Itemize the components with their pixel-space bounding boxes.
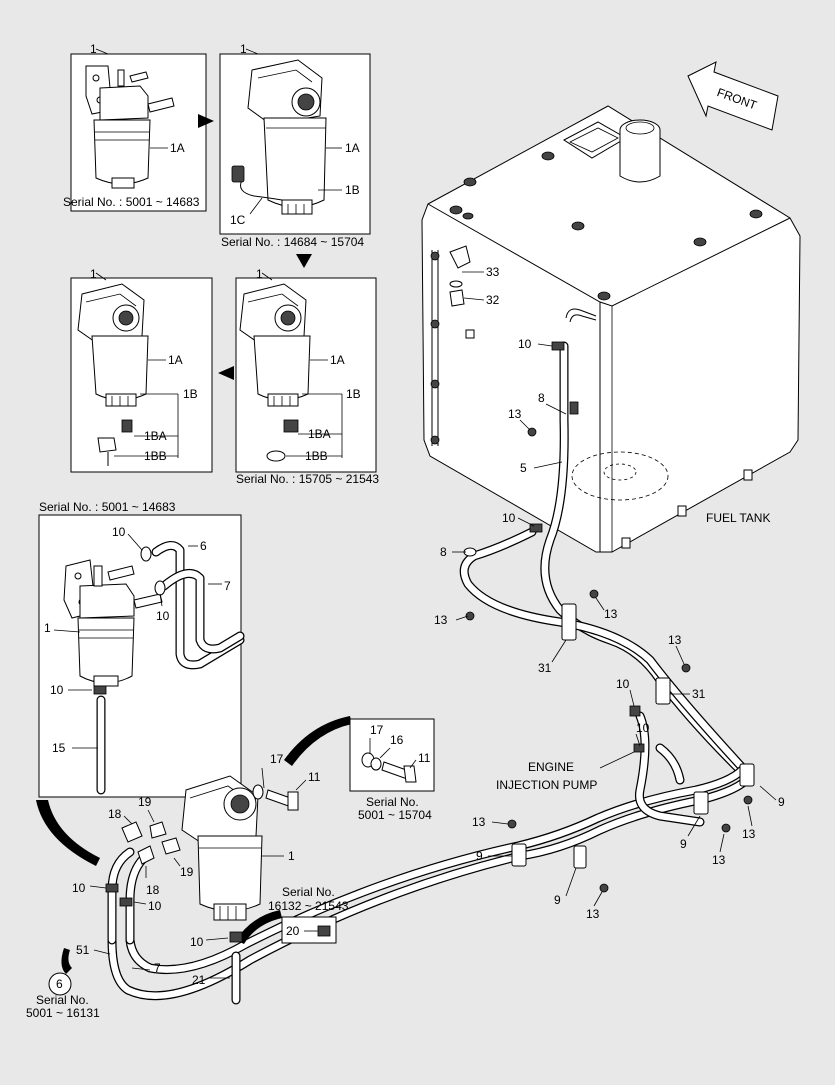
label-1BA: 1BA xyxy=(144,429,167,443)
callout-10: 10 xyxy=(148,899,162,913)
serial-top-left: Serial No. : 5001 ~ 14683 xyxy=(63,195,200,209)
detail-box-20: Serial No. 16132 ~ 21543 20 xyxy=(268,885,349,944)
callout-10: 10 xyxy=(112,525,126,539)
filter-box-top-left: 1A 1 Serial No. : 5001 ~ 14683 xyxy=(63,42,207,212)
callout-19: 19 xyxy=(180,865,194,879)
callout-8: 8 xyxy=(538,391,545,405)
serial-note-6: 6 Serial No. 5001 ~ 16131 xyxy=(26,972,100,1020)
callout-13: 13 xyxy=(712,853,726,867)
callout-17: 17 xyxy=(270,752,284,766)
callout-10: 10 xyxy=(72,881,86,895)
serial-bolt-line2: 5001 ~ 15704 xyxy=(358,808,432,822)
callout-7: 7 xyxy=(224,579,231,593)
callout-19: 19 xyxy=(138,795,152,809)
callout-1: 1 xyxy=(288,849,295,863)
callout-9: 9 xyxy=(476,849,483,863)
label-1B: 1B xyxy=(345,183,360,197)
detail-box-left: Serial No. : 5001 ~ 14683 10 6 7 10 1 10 xyxy=(38,500,245,798)
fuel-tank: FRONT xyxy=(421,61,801,553)
label-1B: 1B xyxy=(183,387,198,401)
callout-13: 13 xyxy=(434,613,448,627)
fuel-tank-label: FUEL TANK xyxy=(706,511,770,525)
callout-31: 31 xyxy=(692,687,706,701)
label-part-1: 1 xyxy=(256,267,263,281)
label-1BB: 1BB xyxy=(144,449,167,463)
pointer-arrow-icon xyxy=(36,800,100,866)
callout-6: 6 xyxy=(200,539,207,553)
label-1C: 1C xyxy=(230,213,246,227)
label-1B: 1B xyxy=(346,387,361,401)
hose-routing xyxy=(107,341,755,1001)
callout-8: 8 xyxy=(440,545,447,559)
label-part-1: 1 xyxy=(90,267,97,281)
pointer-arrow-icon xyxy=(61,948,72,974)
callout-13: 13 xyxy=(668,633,682,647)
detail-box-bolt: 17 16 11 Serial No. 5001 ~ 15704 xyxy=(349,718,435,822)
callout-10: 10 xyxy=(518,337,532,351)
callout-33: 33 xyxy=(486,265,500,279)
callout-9: 9 xyxy=(554,893,561,907)
arrow-down-icon xyxy=(296,254,312,268)
filter-box-mid-left: 1A 1B 1BA 1BB 1 xyxy=(70,267,213,473)
callout-13: 13 xyxy=(508,407,522,421)
label-1A: 1A xyxy=(330,353,345,367)
callout-10: 10 xyxy=(156,609,170,623)
engine-label-line1: ENGINE xyxy=(528,760,574,774)
callout-32: 32 xyxy=(486,293,500,307)
callout-13: 13 xyxy=(586,907,600,921)
serial-top-right: Serial No. : 14684 ~ 15704 xyxy=(221,235,364,249)
filter-box-mid-right: 1A 1B 1BA 1BB 1 Serial No. : 15705 ~ 215… xyxy=(235,267,379,486)
pointer-arrow-icon xyxy=(284,716,352,766)
callout-11: 11 xyxy=(308,770,321,784)
main-fuel-filter: 17 11 1 18 19 10 18 10 19 10 51 7 21 xyxy=(72,752,321,1005)
callout-5: 5 xyxy=(520,461,527,475)
callout-11: 11 xyxy=(418,751,431,765)
callout-18: 18 xyxy=(146,883,160,897)
callout-13: 13 xyxy=(742,827,756,841)
callout-13: 13 xyxy=(604,607,618,621)
serial-6-line1: Serial No. xyxy=(36,993,89,1007)
serial-bolt-line1: Serial No. xyxy=(366,795,419,809)
callout-9: 9 xyxy=(680,837,687,851)
callout-10: 10 xyxy=(502,511,516,525)
label-part-1: 1 xyxy=(240,42,247,56)
label-part-1: 1 xyxy=(90,42,97,56)
callout-10: 10 xyxy=(190,935,204,949)
callout-16: 16 xyxy=(390,733,404,747)
callout-10: 10 xyxy=(636,721,650,735)
serial-20-line1: Serial No. xyxy=(282,885,335,899)
callout-15: 15 xyxy=(52,741,66,755)
callout-13: 13 xyxy=(472,815,486,829)
callout-10: 10 xyxy=(616,677,630,691)
callout-20: 20 xyxy=(286,924,300,938)
callout-17: 17 xyxy=(370,723,384,737)
serial-mid-right: Serial No. : 15705 ~ 21543 xyxy=(236,472,379,486)
arrow-right-icon xyxy=(198,114,214,128)
callout-7: 7 xyxy=(154,961,161,975)
label-1BB: 1BB xyxy=(305,449,328,463)
pointer-arrow-icon xyxy=(236,910,282,944)
label-1A: 1A xyxy=(345,141,360,155)
callout-10: 10 xyxy=(50,683,64,697)
callout-18: 18 xyxy=(108,807,122,821)
front-arrow-icon xyxy=(687,61,779,131)
label-1A: 1A xyxy=(168,353,183,367)
engine-label-line2: INJECTION PUMP xyxy=(496,778,597,792)
serial-detail-left: Serial No. : 5001 ~ 14683 xyxy=(39,500,176,514)
label-1A: 1A xyxy=(170,141,185,155)
callout-21: 21 xyxy=(192,973,206,987)
callout-31: 31 xyxy=(538,661,552,675)
callout-51: 51 xyxy=(76,943,90,957)
callout-1: 1 xyxy=(44,621,51,635)
callout-9: 9 xyxy=(778,795,785,809)
arrow-left-icon xyxy=(218,366,234,380)
serial-20-line2: 16132 ~ 21543 xyxy=(268,899,349,913)
label-1BA: 1BA xyxy=(308,427,331,441)
filter-box-top-right: 1A 1B 1C 1 Serial No. : 14684 ~ 15704 xyxy=(219,42,371,249)
circle-6: 6 xyxy=(56,977,63,991)
serial-6-line2: 5001 ~ 16131 xyxy=(26,1006,100,1020)
callouts-tank: 33 32 10 8 13 5 10 8 13 13 31 13 10 10 3… xyxy=(434,265,785,921)
